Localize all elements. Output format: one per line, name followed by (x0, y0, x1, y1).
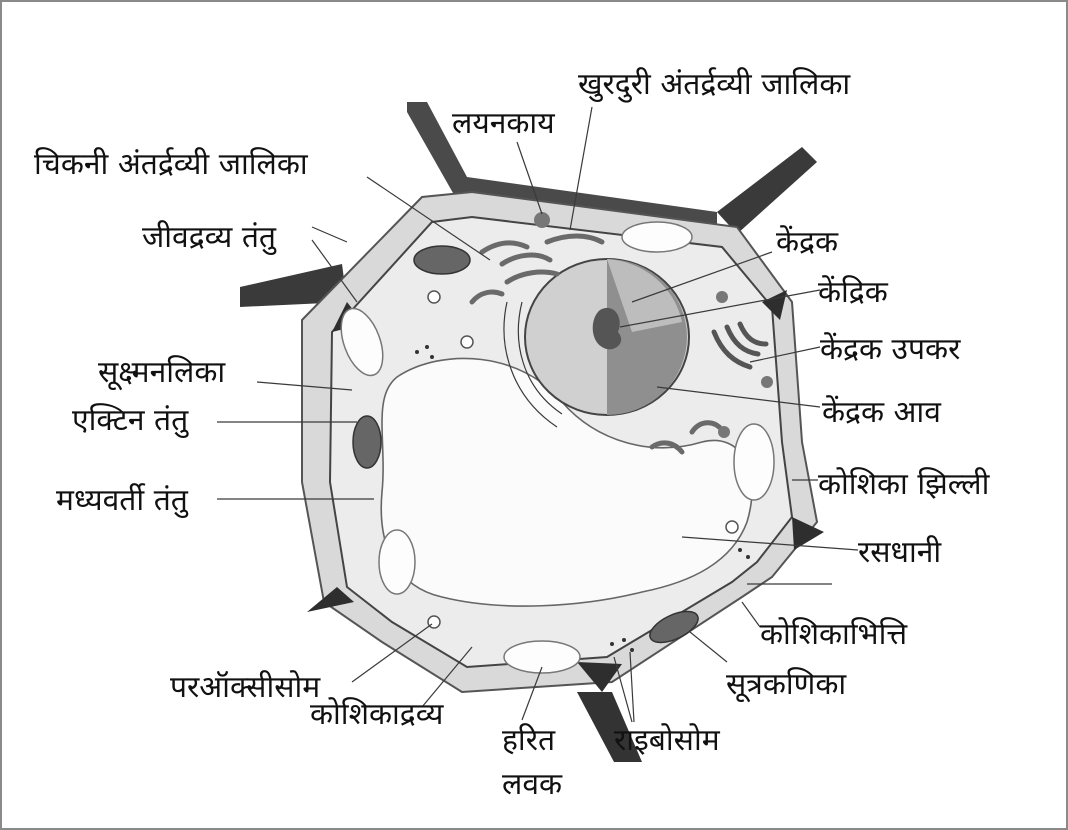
label-chloroplast-line1: हरित (502, 723, 556, 758)
label-nucleolus: केंद्रिक (818, 275, 889, 310)
label-vacuole: रसधानी (858, 535, 942, 570)
label-cytoplasm: कोशिकाद्रव्य (310, 697, 445, 732)
chloroplast-5 (379, 530, 415, 594)
chloroplast-1 (622, 222, 692, 252)
neighbor-wall-top-right (717, 147, 817, 234)
label-chloroplast-line2: लवक (502, 767, 563, 802)
label-intermediate-filament: मध्यवर्ती तंतु (56, 483, 189, 519)
mitochondrion-1 (414, 246, 470, 274)
label-rough-er: खुरदुरी अंतर्द्रव्यी जालिका (578, 67, 851, 103)
label-microtubule: सूक्ष्मनलिका (98, 355, 226, 391)
label-actin-filament: एक्टिन तंतु (72, 403, 189, 439)
label-smooth-er: चिकनी अंतर्द्रव्यी जालिका (34, 147, 309, 182)
label-lysosome: लयनकाय (452, 106, 555, 141)
cell-illustration (240, 102, 824, 762)
label-nucleus: केंद्रक (776, 225, 839, 260)
label-cell-wall: कोशिकाभित्ति (760, 617, 908, 652)
label-peroxisome: परऑक्सीसोम (170, 670, 321, 705)
label-protoplasmic-filament: जीवद्रव्य तंतु (142, 220, 277, 256)
chloroplast-3 (734, 424, 774, 500)
label-golgi: केंद्रक उपकर (820, 332, 961, 367)
label-nuclear-envelope: केंद्रक आव (822, 395, 942, 430)
label-mitochondrion: सूत्रकणिका (726, 667, 847, 703)
label-cell-membrane: कोशिका झिल्ली (818, 467, 991, 502)
label-ribosome: राइबोसोम (614, 723, 721, 758)
mitochondrion-2 (353, 416, 381, 468)
